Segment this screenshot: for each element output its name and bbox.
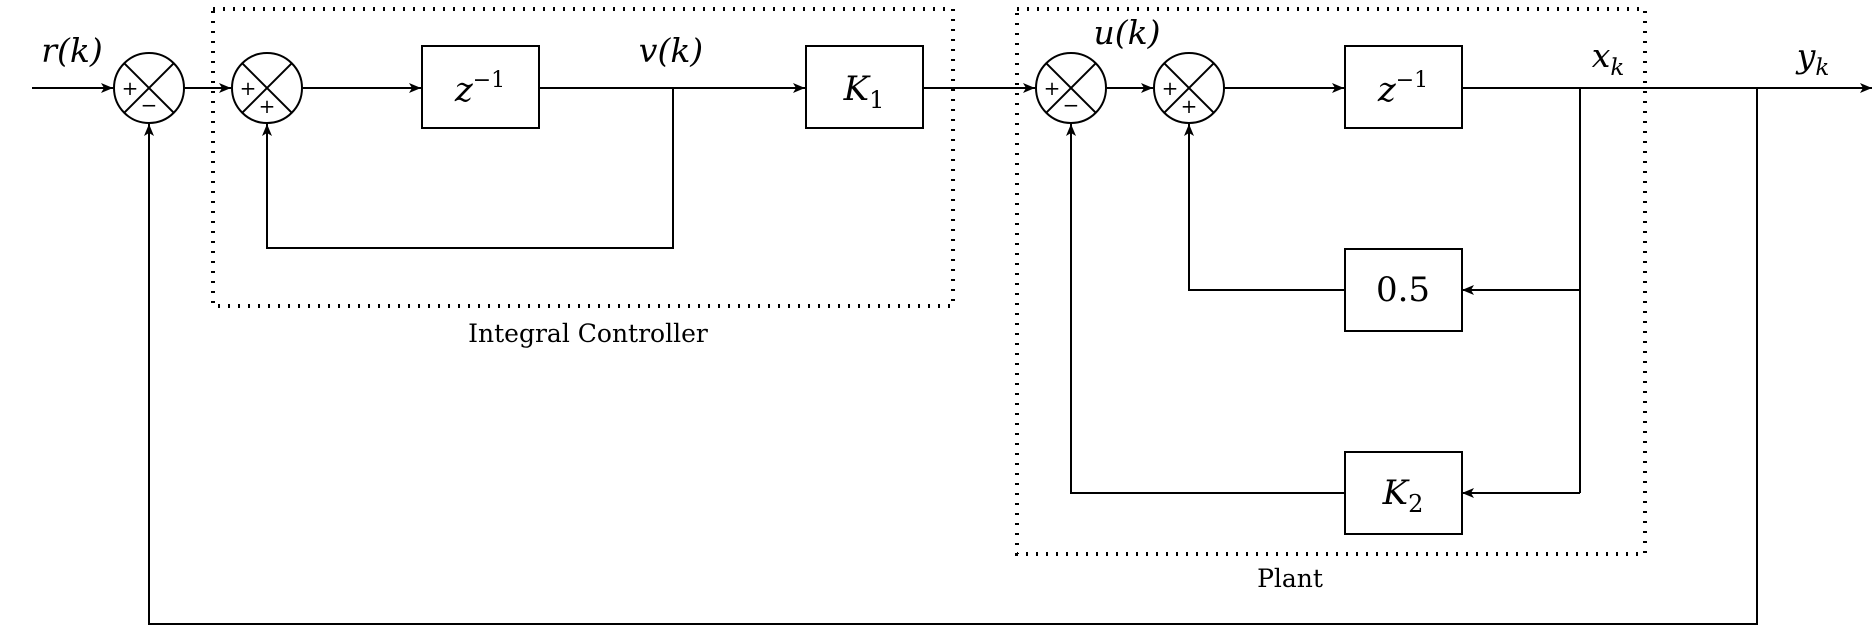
reference-error-sum: + − — [113, 52, 185, 124]
integrator-sum: + + — [231, 52, 303, 124]
gain-symbol: K — [843, 69, 872, 109]
control-sum: + − — [1035, 52, 1107, 124]
gain-k1-label: K1 — [843, 69, 885, 114]
plus-sign: + — [1044, 76, 1061, 100]
plus-sign: + — [1181, 94, 1198, 118]
minus-sign: − — [141, 93, 158, 117]
output-subscript: k — [1815, 55, 1829, 81]
control-input-label: u(k) — [1094, 13, 1161, 52]
integrator-delay-label: z−1 — [454, 68, 505, 110]
gain-subscript: 2 — [1408, 490, 1423, 518]
half-gain-label: 0.5 — [1376, 270, 1430, 310]
gain-k2-block: K2 — [1344, 451, 1463, 535]
gain-k1-block: K1 — [805, 45, 924, 129]
plus-sign: + — [259, 94, 276, 118]
signal-wires — [32, 83, 1872, 625]
integral-controller-boundary — [211, 7, 955, 308]
gain-k2-label: K2 — [1382, 473, 1424, 518]
gain-symbol: K — [1382, 473, 1411, 513]
gain-subscript: 1 — [869, 86, 884, 114]
k2-to-control-sum-wire — [1066, 124, 1344, 494]
half-gain-to-plant-sum-wire — [1184, 124, 1344, 291]
integrator-feedback-wire — [262, 88, 674, 249]
plus-sign: + — [122, 76, 139, 100]
delay-variable: z — [454, 70, 474, 110]
plant-caption: Plant — [1257, 564, 1323, 593]
plus-sign: + — [240, 76, 257, 100]
half-gain-block: 0.5 — [1344, 248, 1463, 332]
plant-delay-block: z−1 — [1344, 45, 1463, 129]
output-symbol: y — [1795, 36, 1816, 75]
output-signal-label: yk — [1795, 36, 1830, 81]
integrator-state-label: v(k) — [639, 31, 703, 70]
state-subscript: k — [1610, 55, 1624, 81]
plant-boundary — [1015, 7, 1647, 556]
integral-controller-caption: Integral Controller — [468, 319, 708, 348]
minus-sign: − — [1063, 93, 1080, 117]
plant-state-label: xk — [1592, 36, 1625, 81]
delay-exponent: −1 — [473, 68, 505, 93]
delay-variable: z — [1377, 70, 1397, 110]
reference-signal-label: r(k) — [41, 31, 103, 70]
delay-exponent: −1 — [1396, 68, 1428, 93]
output-feedback-wire — [144, 88, 1758, 625]
integrator-delay-block: z−1 — [421, 45, 540, 129]
plus-sign: + — [1162, 76, 1179, 100]
plant-sum: + + — [1153, 52, 1225, 124]
plant-delay-label: z−1 — [1377, 68, 1428, 110]
state-symbol: x — [1592, 36, 1611, 75]
